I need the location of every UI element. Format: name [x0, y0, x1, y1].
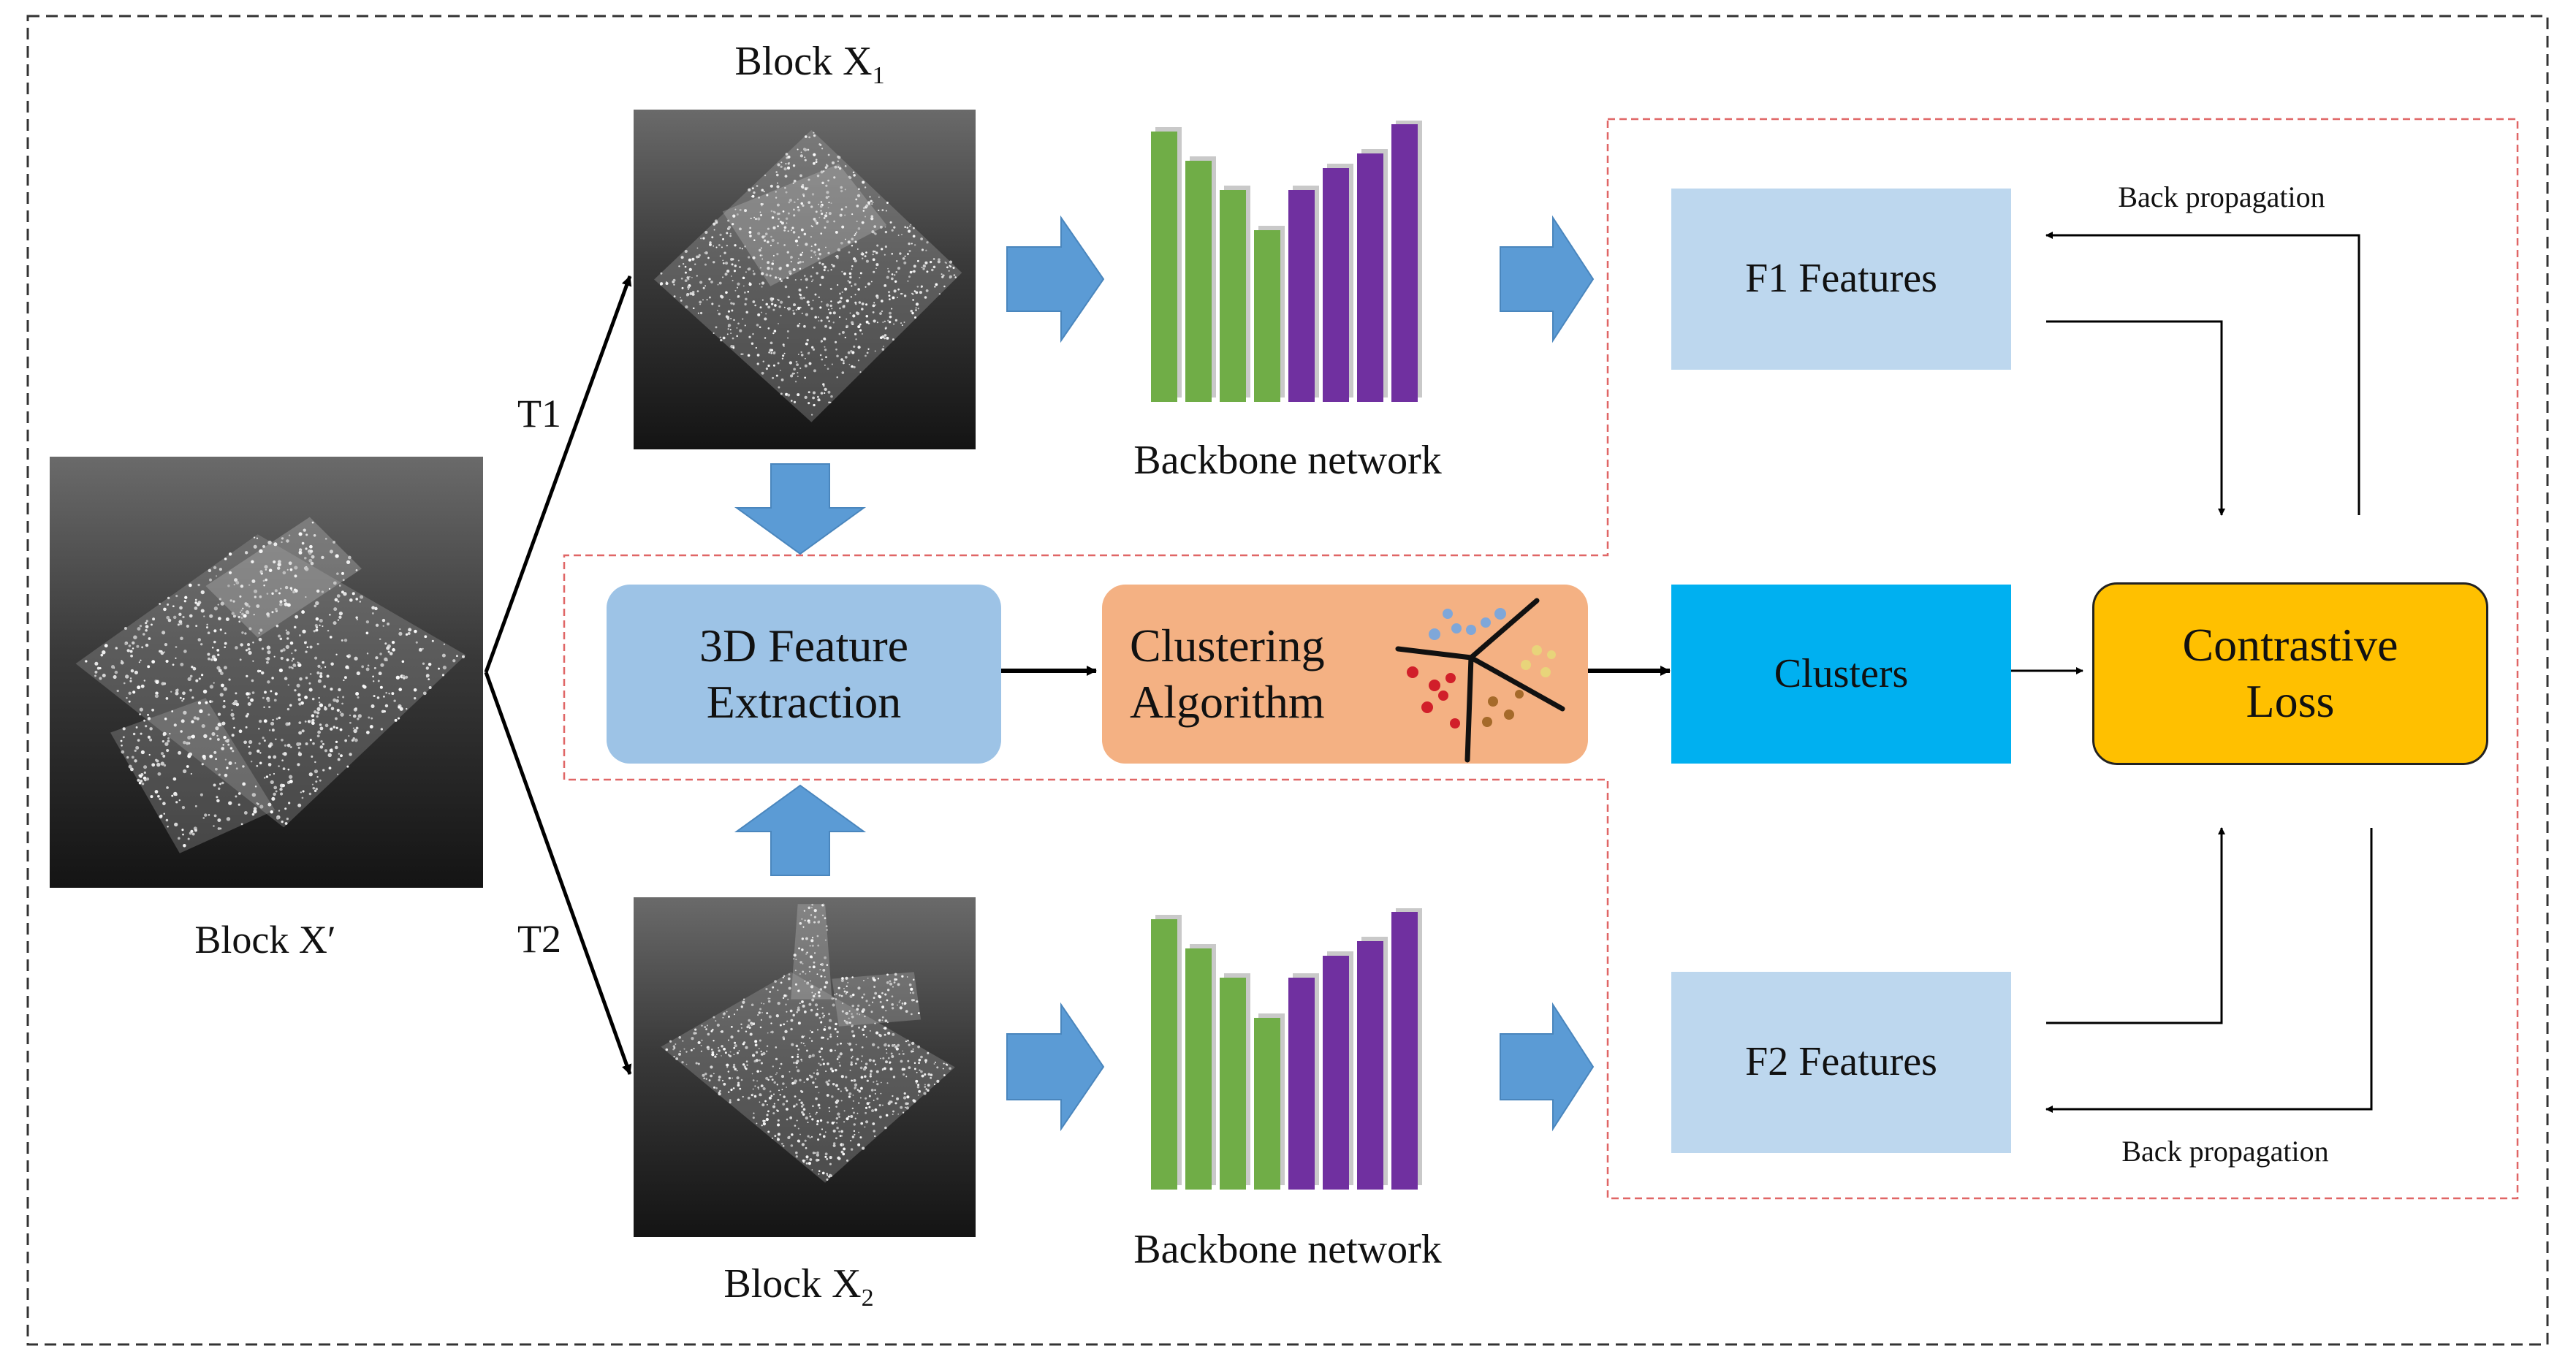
backbone-bar [1391, 912, 1418, 1190]
backbone-bar [1151, 919, 1177, 1190]
red-dashed-region [563, 118, 2519, 1200]
clustering-text: Clustering Algorithm [1130, 618, 1325, 731]
point-cloud-x1 [634, 110, 976, 449]
backprop-top-arrow [2045, 232, 2360, 515]
backbone-bar [1288, 190, 1315, 402]
f1-to-loss-arrow [2046, 320, 2225, 516]
point-cloud-x2 [634, 897, 976, 1237]
backbone-bar [1220, 978, 1246, 1190]
label-t1: T1 [517, 392, 561, 435]
backbone-bar [1323, 956, 1349, 1190]
label-block-x1-sub: 1 [872, 62, 885, 90]
label-block-x2: Block X2 [723, 1260, 873, 1312]
contrastive-loss-line-1: Contrastive [2182, 619, 2398, 672]
backbone-bar [1220, 190, 1246, 402]
backbone-bar [1151, 132, 1177, 402]
backbone-bar [1323, 168, 1349, 402]
clusters-label: Clusters [1774, 650, 1909, 696]
bar-backbone-icon [1144, 908, 1436, 1197]
backbone-bar [1254, 230, 1280, 402]
f2-features-label: F2 Features [1745, 1039, 1937, 1085]
backbone-label-bottom: Backbone network [1133, 1227, 1442, 1272]
point-cloud-x-prime [50, 457, 483, 888]
t2-arrow [484, 672, 632, 1075]
label-block-x2-sub: 2 [861, 1285, 874, 1312]
label-block-x1-base: Block X [734, 39, 873, 84]
contrastive-loss-box: Contrastive Loss [2092, 582, 2488, 765]
backbone-bar [1391, 124, 1418, 402]
feature-extraction-box: 3D Feature Extraction [607, 585, 1001, 764]
t1-arrow [484, 275, 632, 673]
backprop-label-bottom: Back propagation [2121, 1135, 2329, 1168]
feature-extraction-line-1: 3D Feature [699, 619, 909, 672]
feature-extraction-line-2: Extraction [706, 675, 902, 728]
backbone-bar [1185, 161, 1212, 402]
clustering-algorithm-box: Clustering Algorithm [1102, 585, 1588, 764]
label-block-x-prime: Block X′ [194, 918, 336, 962]
clustering-line-2: Algorithm [1130, 675, 1325, 728]
backbone-label-top: Backbone network [1133, 438, 1442, 483]
backprop-label-top: Back propagation [2118, 180, 2325, 213]
clustering-line-1: Clustering [1130, 619, 1325, 672]
label-block-x2-base: Block X [723, 1261, 862, 1306]
f2-features-box: F2 Features [1671, 972, 2011, 1153]
backbone-bar [1254, 1018, 1280, 1190]
backbone-bar [1288, 978, 1315, 1190]
bar-backbone-icon [1144, 120, 1436, 409]
backbone-bar [1357, 941, 1383, 1190]
label-t2: T2 [517, 917, 561, 961]
backbone-bar [1185, 948, 1212, 1190]
backprop-bottom-arrow [2045, 828, 2373, 1113]
f1-features-box: F1 Features [1671, 189, 2011, 370]
cluster-scatter-icon [1395, 598, 1565, 763]
f2-to-loss-arrow [2046, 827, 2225, 1024]
label-block-x1: Block X1 [734, 38, 884, 90]
outer-frame [26, 15, 2549, 1346]
clusters-box: Clusters [1671, 585, 2011, 764]
f1-features-label: F1 Features [1745, 256, 1937, 302]
backbone-bar [1357, 153, 1383, 402]
contrastive-loss-line-2: Loss [2246, 675, 2335, 727]
